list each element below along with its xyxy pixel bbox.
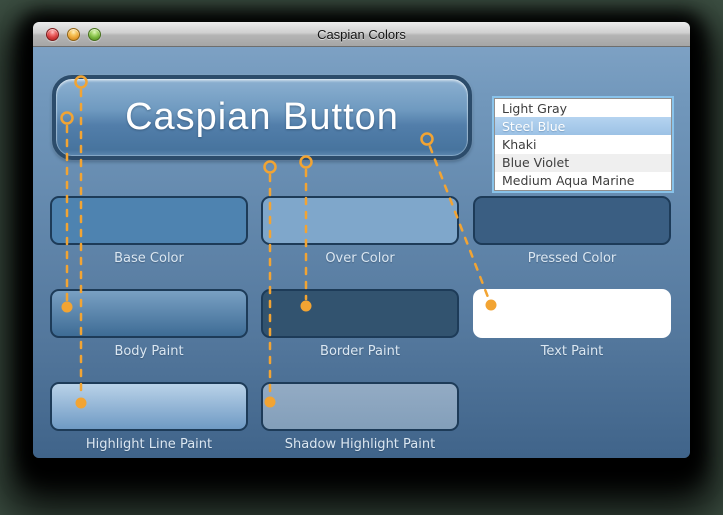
window-title: Caspian Colors	[317, 27, 406, 42]
swatch-label: Text Paint	[540, 344, 604, 359]
swatch-body-paint: Body Paint	[50, 289, 248, 359]
swatch-label: Highlight Line Paint	[85, 437, 213, 452]
title-bar[interactable]: Caspian Colors	[33, 22, 690, 47]
swatch-box-body-paint	[50, 289, 248, 338]
list-item-khaki[interactable]: Khaki	[502, 137, 537, 152]
swatch-box-text-paint	[473, 289, 671, 338]
swatch-border-paint: Border Paint	[261, 289, 459, 359]
swatch-box-border-paint	[261, 289, 459, 338]
zoom-button[interactable]	[88, 28, 101, 41]
swatch-base-color: Base Color	[50, 196, 248, 266]
caspian-button[interactable]: Caspian Button	[52, 75, 472, 160]
swatch-box-base-color	[50, 196, 248, 245]
swatch-label: Over Color	[325, 251, 395, 266]
swatch-over-color: Over Color	[261, 196, 459, 266]
minimize-button[interactable]	[67, 28, 80, 41]
swatch-box-pressed-color	[473, 196, 671, 245]
caspian-button-label: Caspian Button	[125, 96, 399, 138]
list-item-blue-violet[interactable]: Blue Violet	[495, 153, 671, 172]
swatch-pressed-color: Pressed Color	[473, 196, 671, 266]
swatch-label: Base Color	[114, 251, 184, 266]
swatch-highlight-line-paint: Highlight Line Paint	[50, 382, 248, 452]
swatch-shadow-highlight-paint: Shadow Highlight Paint	[261, 382, 459, 452]
swatch-label: Shadow Highlight Paint	[284, 437, 436, 452]
app-window: Caspian Colors Caspian Button Light Gray…	[33, 22, 690, 458]
swatch-box-shadow-highlight-paint	[261, 382, 459, 431]
swatch-box-highlight-line-paint	[50, 382, 248, 431]
list-item-medium-aqua-marine[interactable]: Medium Aqua Marine	[502, 173, 635, 189]
swatch-label: Pressed Color	[527, 251, 617, 266]
traffic-lights	[46, 28, 101, 41]
list-item-steel-blue[interactable]: Steel Blue	[495, 117, 671, 136]
swatch-box-over-color	[261, 196, 459, 245]
list-item-light-gray[interactable]: Light Gray	[502, 100, 568, 116]
swatch-label: Border Paint	[320, 344, 400, 359]
close-button[interactable]	[46, 28, 59, 41]
swatch-label: Body Paint	[114, 344, 184, 359]
swatch-text-paint: Text Paint	[473, 289, 671, 359]
